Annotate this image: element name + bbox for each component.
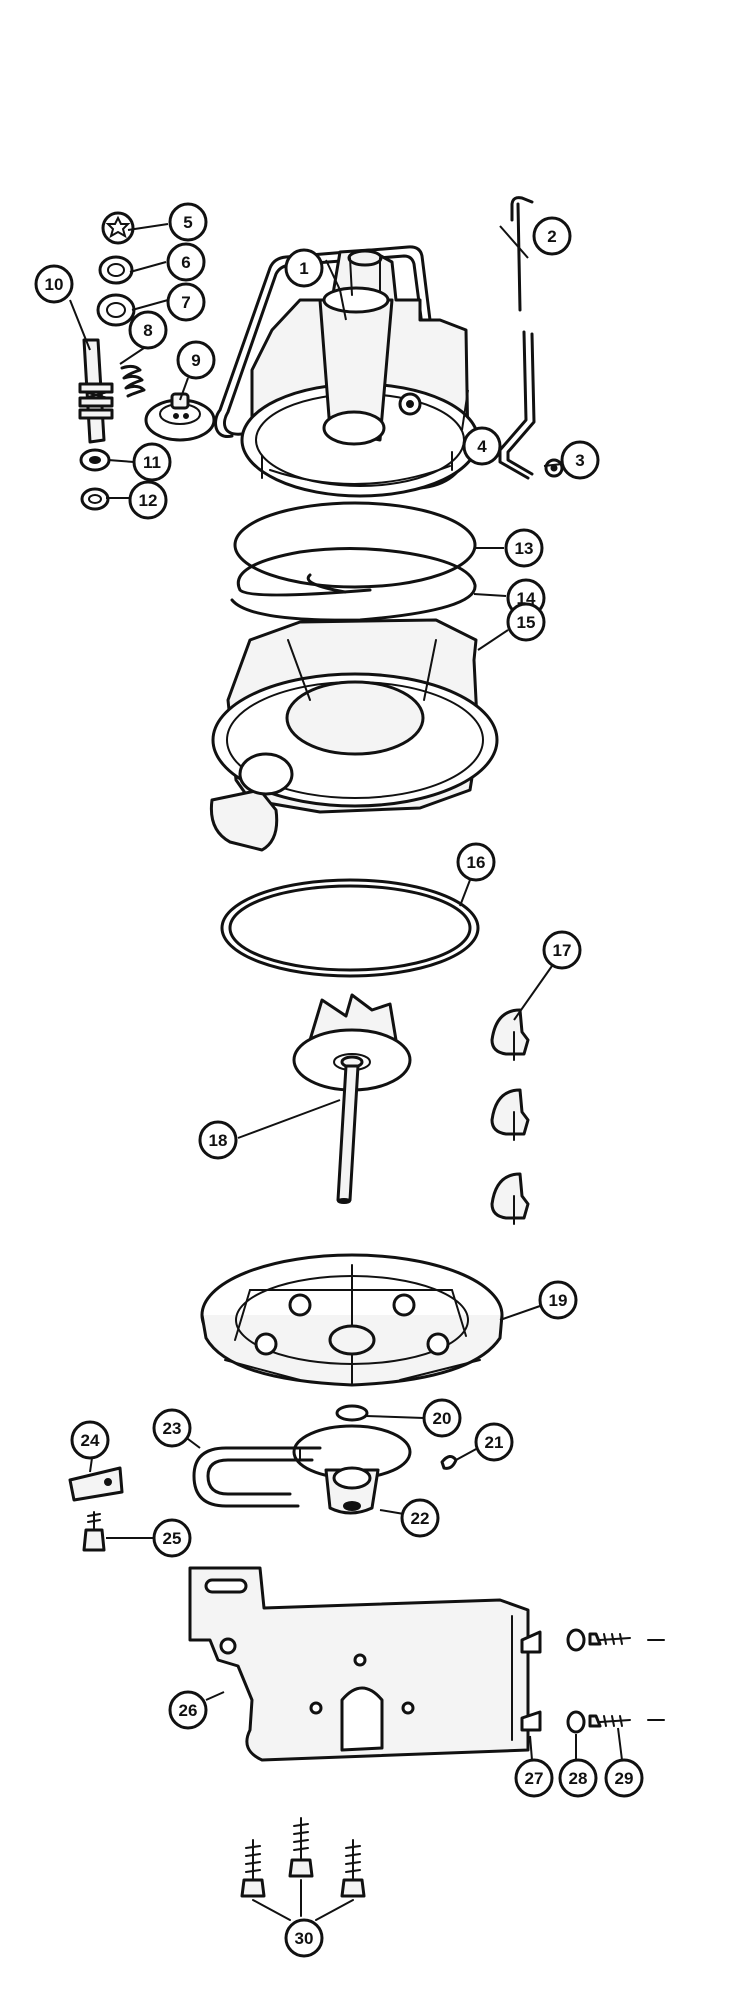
callout-13-number: 13 — [515, 539, 534, 558]
part-18-impeller-shaft — [292, 993, 412, 1204]
callout-12-number: 12 — [139, 491, 158, 510]
callout-21: 21 — [474, 1422, 514, 1462]
part-20-thrust-washer — [335, 1404, 369, 1422]
callout-16-number: 16 — [467, 853, 486, 872]
callout-20: 20 — [422, 1398, 462, 1438]
part-17-clips — [490, 1008, 530, 1225]
callout-5-number: 5 — [183, 213, 192, 232]
callout-3-number: 3 — [575, 451, 584, 470]
callout-17: 17 — [542, 930, 582, 970]
callout-22: 22 — [400, 1498, 440, 1538]
callout-3: 3 — [560, 440, 600, 480]
part-21-small-clip — [440, 1455, 458, 1470]
callout-1: 1 — [284, 248, 324, 288]
callout-9: 9 — [176, 340, 216, 380]
callout-24-number: 24 — [81, 1431, 100, 1450]
callout-26-number: 26 — [179, 1701, 198, 1720]
callout-2-number: 2 — [547, 227, 556, 246]
callout-30: 30 — [284, 1918, 324, 1958]
part-2-link-rod — [498, 196, 536, 480]
callout-23-number: 23 — [163, 1419, 182, 1438]
part-19-impeller-base — [200, 1253, 504, 1387]
part-6-split-washer — [98, 255, 134, 285]
callout-17-number: 17 — [553, 941, 572, 960]
callout-6: 6 — [166, 242, 206, 282]
part-15-lower-housing — [209, 618, 499, 852]
callout-29: 29 — [604, 1758, 644, 1798]
leader-lines — [69, 223, 623, 1761]
part-4-upper-housing — [240, 248, 480, 498]
callout-28: 28 — [558, 1758, 598, 1798]
part-9-diaphragm-cap — [144, 392, 216, 442]
part-30-hex-screws — [240, 1817, 366, 1921]
part-16-large-o-ring — [220, 878, 480, 978]
callout-16: 16 — [456, 842, 496, 882]
callout-6-number: 6 — [181, 253, 190, 272]
part-8-spring — [120, 364, 146, 398]
callout-11-number: 11 — [143, 453, 161, 472]
callout-25: 25 — [152, 1518, 192, 1558]
part-13-gasket-ring — [233, 501, 477, 589]
callout-7-number: 7 — [181, 293, 190, 312]
part-25-hex-screw — [82, 1511, 106, 1552]
callout-18: 18 — [198, 1120, 238, 1160]
part-28-washers — [566, 1628, 586, 1734]
callout-9-number: 9 — [191, 351, 200, 370]
callout-30-number: 30 — [295, 1929, 314, 1948]
callout-7: 7 — [166, 282, 206, 322]
callout-26: 26 — [168, 1690, 208, 1730]
part-14-split-ring — [230, 547, 477, 622]
callout-12: 12 — [128, 480, 168, 520]
callout-23: 23 — [152, 1408, 192, 1448]
callout-19: 19 — [538, 1280, 578, 1320]
callout-15: 15 — [506, 602, 546, 642]
callout-22-number: 22 — [411, 1509, 430, 1528]
part-3-washer — [544, 458, 564, 478]
callout-4: 4 — [462, 426, 502, 466]
callout-1-number: 1 — [299, 259, 308, 278]
part-29-screws — [588, 1632, 665, 1728]
callout-21-number: 21 — [485, 1433, 504, 1452]
callout-8-number: 8 — [143, 321, 152, 340]
part-22-pulley-hub — [292, 1424, 412, 1515]
callout-24: 24 — [70, 1420, 110, 1460]
callout-25-number: 25 — [163, 1529, 182, 1548]
part-24-bracket-tab — [68, 1466, 124, 1502]
callout-8: 8 — [128, 310, 168, 350]
callout-19-number: 19 — [549, 1291, 568, 1310]
callout-13: 13 — [504, 528, 544, 568]
callout-11: 11 — [132, 442, 172, 482]
part-7-flat-washer — [96, 293, 136, 327]
part-12-lock-nut — [80, 487, 110, 511]
part-23-u-belt — [192, 1446, 322, 1508]
part-27-u-nut-clips — [520, 1630, 542, 1732]
part-26-mounting-bracket — [188, 1566, 530, 1762]
callout-2: 2 — [532, 216, 572, 256]
part-10-plunger — [78, 338, 114, 444]
part-11-o-ring — [79, 448, 111, 472]
callout-28-number: 28 — [569, 1769, 588, 1788]
callout-20-number: 20 — [433, 1409, 452, 1428]
callout-27: 27 — [514, 1758, 554, 1798]
callout-15-number: 15 — [517, 613, 536, 632]
callout-4-number: 4 — [477, 437, 487, 456]
callout-10-number: 10 — [45, 275, 64, 294]
part-5-star-washer — [101, 211, 135, 245]
callout-27-number: 27 — [525, 1769, 544, 1788]
callout-10: 10 — [34, 264, 74, 304]
callout-18-number: 18 — [209, 1131, 228, 1150]
callout-5: 5 — [168, 202, 208, 242]
callout-29-number: 29 — [615, 1769, 634, 1788]
